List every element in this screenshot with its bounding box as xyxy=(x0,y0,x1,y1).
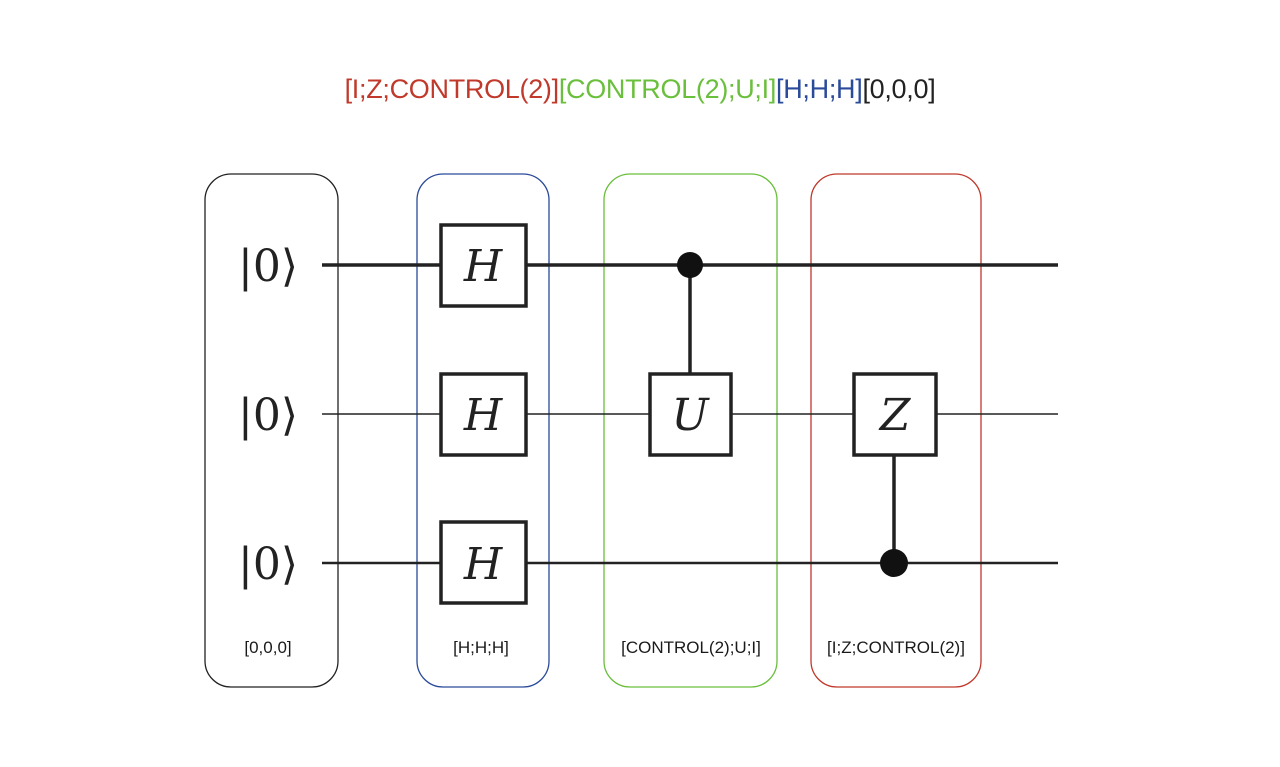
z-gate-label: Z xyxy=(878,390,912,441)
hadamard-gate-label: H xyxy=(463,390,504,441)
column-label-init: [0,0,0] xyxy=(244,638,291,657)
column-box-hadamard xyxy=(416,173,550,688)
column-label-controlled-u: [CONTROL(2);U;I] xyxy=(621,638,761,657)
initial-state-ket-0: |0⟩ xyxy=(238,241,298,292)
column-box-controlled-u xyxy=(603,173,778,688)
header-segment-step2: [CONTROL(2);U;I] xyxy=(558,74,777,104)
hadamard-gate-label: H xyxy=(463,241,504,292)
hadamard-gate-1: H xyxy=(439,372,528,457)
column-box-init xyxy=(204,173,339,688)
circuit-encoding-header: [I;Z;CONTROL(2)][CONTROL(2);U;I][H;H;H][… xyxy=(0,74,1280,105)
hadamard-gate-label: H xyxy=(463,539,504,590)
header-segment-step1: [H;H;H] xyxy=(776,74,863,104)
control-dot-z xyxy=(880,549,908,577)
header-segment-step3: [I;Z;CONTROL(2)] xyxy=(344,74,560,104)
z-gate: Z xyxy=(852,372,938,457)
column-box-controlled-z xyxy=(810,173,982,688)
hadamard-gate-2: H xyxy=(439,520,528,605)
hadamard-gate-0: H xyxy=(439,223,528,308)
u-gate-label: U xyxy=(671,390,710,441)
initial-state-ket-2: |0⟩ xyxy=(238,539,298,590)
column-label-controlled-z: [I;Z;CONTROL(2)] xyxy=(827,638,965,657)
header-segment-init: [0,0,0] xyxy=(862,74,936,104)
initial-state-ket-1: |0⟩ xyxy=(238,390,298,441)
u-gate: U xyxy=(648,372,733,457)
control-dot-u xyxy=(677,252,703,278)
column-label-hadamard: [H;H;H] xyxy=(453,638,509,657)
